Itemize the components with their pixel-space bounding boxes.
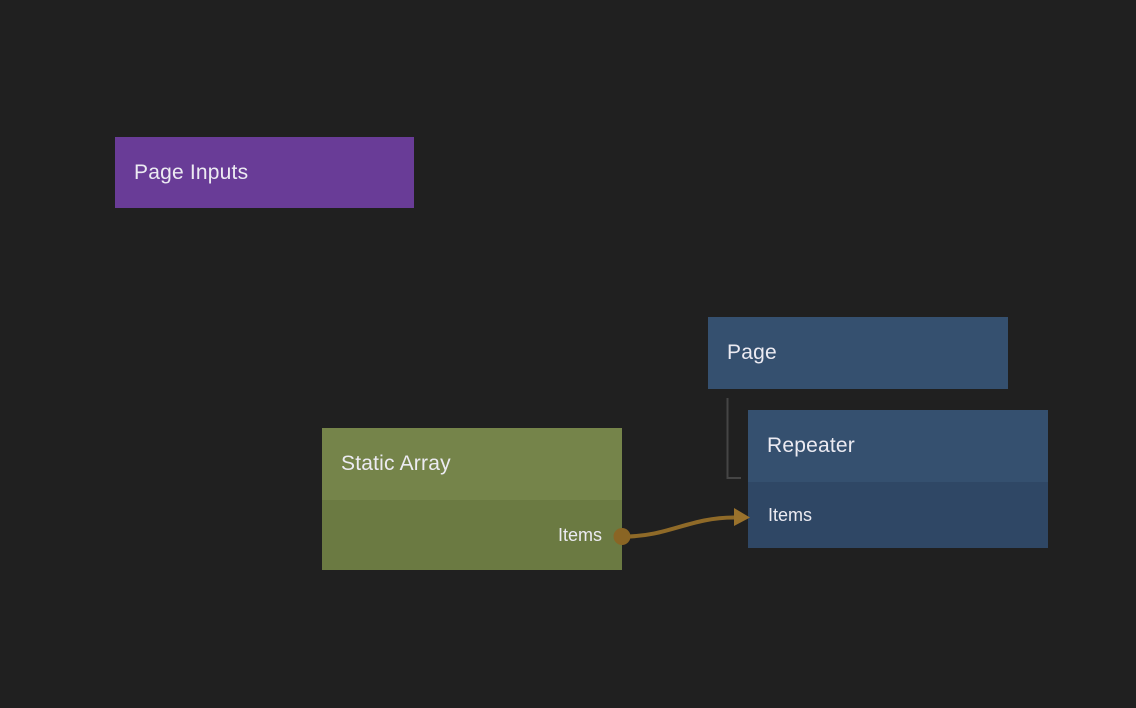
connection-wire[interactable] (624, 515, 735, 539)
node-title: Static Array (341, 452, 451, 475)
node-page-header: Page (708, 317, 1008, 389)
output-port-items[interactable]: Items (322, 500, 622, 570)
node-title: Page Inputs (134, 160, 249, 184)
hierarchy-connector-line (726, 398, 741, 479)
node-static-array-header: Static Array (322, 428, 622, 500)
output-port-label: Items (557, 524, 602, 545)
node-static-array[interactable]: Static Array Items (322, 428, 622, 570)
node-title: Repeater (767, 434, 855, 457)
node-repeater[interactable]: Repeater Items (748, 410, 1048, 548)
node-page[interactable]: Page (708, 317, 1008, 389)
node-page-inputs-header: Page Inputs (115, 137, 414, 208)
node-repeater-header: Repeater (748, 410, 1048, 482)
node-title: Page (727, 341, 777, 364)
connection-static-array-items-to-repeater-items[interactable] (613, 508, 751, 545)
input-port-label: Items (768, 504, 813, 525)
input-port-items[interactable]: Items (748, 482, 1048, 548)
node-page-inputs[interactable]: Page Inputs (115, 137, 414, 208)
